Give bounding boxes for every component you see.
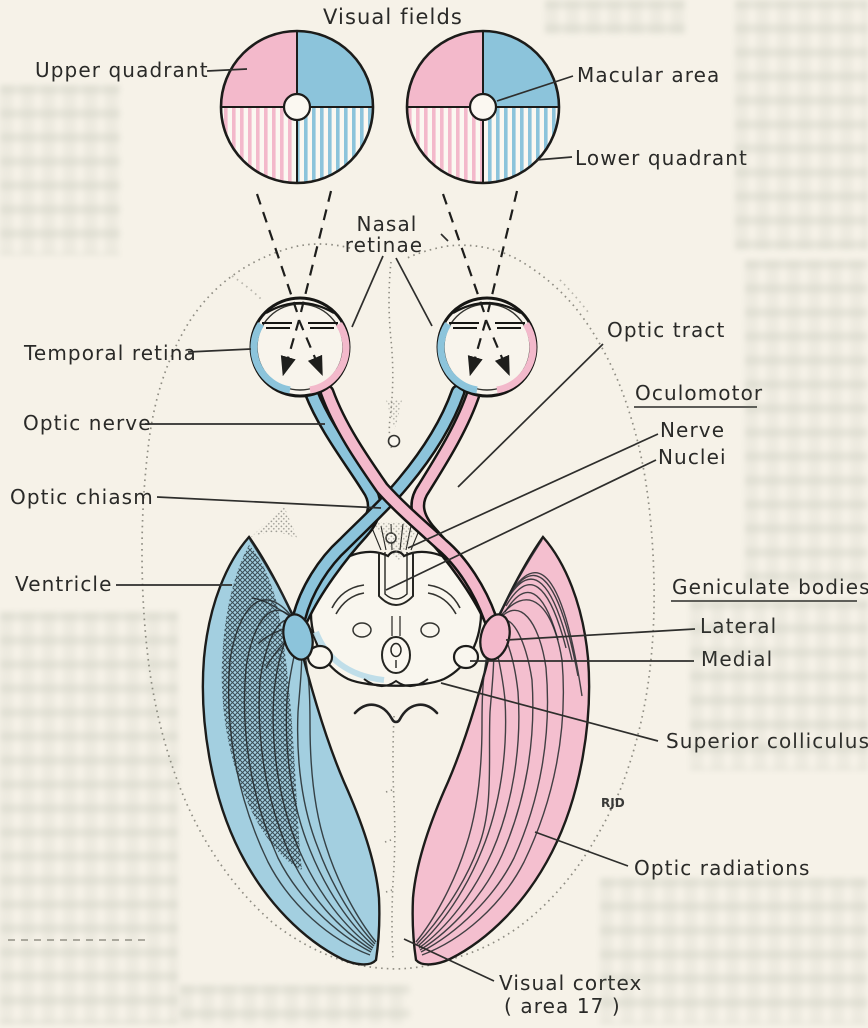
- left-optic-radiation: [201, 506, 381, 966]
- label-optic-tract: Optic tract: [607, 318, 725, 342]
- red-nucleus-right: [420, 622, 440, 638]
- label-area-17: ( area 17 ): [504, 994, 621, 1018]
- ventricle-region: [221, 545, 302, 870]
- light-rays: [255, 190, 519, 377]
- label-medial: Medial: [701, 647, 773, 671]
- label-visual-cortex: Visual cortex: [499, 971, 642, 995]
- medial-geniculate-right: [452, 644, 480, 670]
- label-optic-radiations: Optic radiations: [634, 856, 811, 880]
- lens-bar: [262, 322, 338, 329]
- macula-left: [282, 92, 312, 122]
- lens-bar: [449, 322, 525, 329]
- lateral-geniculate-left: [282, 613, 314, 661]
- temporal-retina-shading: [250, 322, 291, 394]
- brain-outline: [141, 243, 655, 970]
- left-visual-field: [219, 29, 375, 185]
- label-optic-chiasm: Optic chiasm: [10, 485, 154, 509]
- midbrain: [306, 434, 483, 687]
- label-oculomotor: Oculomotor: [635, 381, 763, 405]
- superior-colliculus-shape: [363, 678, 429, 687]
- gray-stipple-patch: [250, 506, 298, 540]
- longitudinal-fissure-top: [388, 261, 394, 451]
- label-macular-area: Macular area: [577, 63, 720, 87]
- right-visual-field: [405, 29, 561, 185]
- cornea-lens-arc: [265, 302, 335, 314]
- label-nasal: Nasal: [357, 212, 418, 236]
- fissure-stipple: [386, 400, 402, 430]
- cerebral-aqueduct: [381, 636, 411, 674]
- label-lateral: Lateral: [700, 614, 777, 638]
- aqueduct-inner: [390, 642, 402, 658]
- label-temporal-retina: Temporal retina: [23, 341, 197, 365]
- label-geniculate-bodies: Geniculate bodies: [672, 575, 868, 599]
- macula-right: [468, 92, 498, 122]
- interpeduncular-stipple: [373, 522, 421, 562]
- infundibulum: [387, 434, 401, 448]
- label-superior-colliculus: Superior colliculus: [666, 729, 868, 753]
- longitudinal-fissure-bottom: [391, 715, 396, 959]
- left-eye: [249, 296, 351, 398]
- label-upper-quadrant: Upper quadrant: [35, 58, 209, 82]
- label-ventricle: Ventricle: [15, 572, 113, 596]
- right-eye: [436, 296, 538, 398]
- leader-lines: [8, 68, 696, 982]
- red-nucleus-left: [352, 622, 372, 638]
- midbrain-blue-tint: [313, 630, 385, 683]
- temporal-retina-shading: [496, 322, 537, 394]
- right-optic-radiation: [411, 535, 591, 966]
- label-optic-nerve: Optic nerve: [23, 411, 152, 435]
- left-peduncle-line: [331, 584, 365, 615]
- right-peduncle-line: [427, 584, 461, 615]
- cornea-lens-arc: [452, 302, 522, 314]
- label-oculomotor-nuclei: Nuclei: [658, 445, 727, 469]
- artist-signature: RJD: [601, 796, 625, 810]
- cerebellum-curve: [353, 703, 439, 724]
- nasal-retina-shading: [437, 322, 478, 394]
- figure-title: Visual fields: [323, 5, 463, 29]
- label-retinae: retinae: [345, 233, 423, 257]
- nasal-retina-shading: [309, 322, 350, 394]
- label-lower-quadrant: Lower quadrant: [575, 146, 748, 170]
- label-oculomotor-nerve: Nerve: [660, 418, 725, 442]
- labels: Visual fields Upper quadrant Macular are…: [10, 5, 868, 1018]
